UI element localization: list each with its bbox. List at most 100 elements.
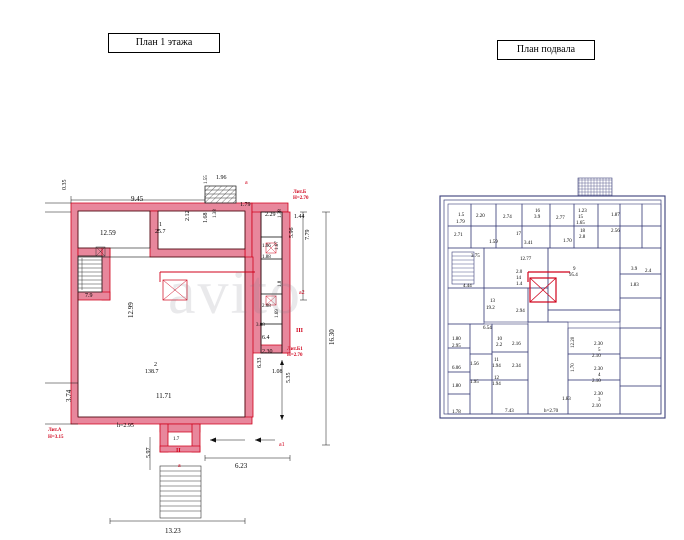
basement-label-b-h270: h=2.70 bbox=[544, 409, 559, 414]
basement-label-b-2.10: 2.10 bbox=[592, 354, 601, 359]
basement-label-b-11: 11 bbox=[494, 358, 499, 363]
basement-label-b-2.16: 2.16 bbox=[512, 342, 521, 347]
room2-center-icon bbox=[159, 271, 255, 301]
floor1-label-dim-2.08: 2.08 bbox=[262, 304, 271, 309]
basement-label-b-1.80b: 1.80 bbox=[452, 384, 461, 389]
floor1-label-room-1-area: 25.7 bbox=[155, 229, 166, 235]
basement-label-b-1.83: 1.83 bbox=[630, 283, 639, 288]
floor1-label-dim-1.08: 1.08 bbox=[272, 369, 283, 375]
floor1-label-litb1-1: Лит.Б1 bbox=[287, 347, 303, 352]
basement-label-b-1.4: 1.4 bbox=[516, 282, 523, 287]
floor1-label-lita-2: H=3.15 bbox=[48, 435, 64, 440]
basement-label-b-1.70: 1.70 bbox=[563, 239, 572, 244]
basement-label-b-12.77: 12.77 bbox=[520, 257, 532, 262]
basement-label-b-1.83b: 1.83 bbox=[562, 397, 571, 402]
basement-label-b-1.70b: 1.70 bbox=[571, 363, 576, 372]
floor1-dimensions bbox=[45, 196, 330, 524]
basement-label-b-6.54: 6.54 bbox=[483, 326, 492, 331]
basement-label-b-2.71: 2.71 bbox=[454, 233, 463, 238]
basement-label-b-10: 10 bbox=[497, 337, 502, 342]
floor1-label-dim-3.08: 3.08 bbox=[256, 323, 265, 328]
basement-label-b-15: 15 bbox=[578, 215, 583, 220]
title-floor1: План 1 этажа bbox=[108, 33, 220, 53]
floor1-label-dim-12.99: 12.99 bbox=[127, 302, 135, 318]
basement-label-b-1.87: 1.87 bbox=[611, 213, 620, 218]
basement-label-b-2.30c: 2.30 bbox=[594, 392, 603, 397]
basement-label-b-6.06: 6.06 bbox=[452, 366, 461, 371]
title-basement: План подвала bbox=[497, 40, 595, 60]
basement-label-b-3.9: 3.9 bbox=[534, 215, 541, 220]
floor1-label-lita-1: Лит.А bbox=[48, 428, 62, 433]
floor1-label-dim-2.30: 2.30 bbox=[262, 349, 273, 355]
basement-label-b-12: 12 bbox=[494, 376, 499, 381]
basement-label-b-1.94: 1.94 bbox=[492, 364, 501, 369]
floor1-label-dim-2.12: 2.12 bbox=[185, 210, 191, 222]
basement-right-sub bbox=[567, 327, 621, 415]
basement-label-b-2.34: 2.34 bbox=[512, 364, 521, 369]
floor1-label-dim-6.23: 6.23 bbox=[235, 462, 248, 470]
basement-label-b-2.0: 2.0 bbox=[516, 270, 523, 275]
basement-label-b-2.56: 2.56 bbox=[611, 229, 620, 234]
basement-label-b-14: 14 bbox=[516, 276, 521, 281]
basement-label-b-17: 17 bbox=[516, 232, 521, 237]
basement-rooms-row2 bbox=[447, 225, 662, 249]
basement-label-b-5: 5 bbox=[598, 348, 601, 353]
basement-middle-rooms bbox=[483, 247, 621, 415]
basement-label-b-2.95: 2.95 bbox=[452, 344, 461, 349]
basement-label-b-3: 3 bbox=[598, 398, 601, 403]
floor1-label-litb1-2: H=2.70 bbox=[287, 353, 303, 358]
basement-label-b-1.65: 1.65 bbox=[576, 221, 585, 226]
right-corridor-detail bbox=[265, 242, 277, 306]
basement-right-column bbox=[619, 247, 662, 415]
basement-label-b-19.2: 19.2 bbox=[486, 306, 495, 311]
floor1-label-dim-6.4: 6.4 bbox=[262, 335, 270, 341]
flow-arrows bbox=[210, 437, 275, 443]
floor1-label-litb-1: Лит.Б bbox=[293, 190, 307, 195]
floor1-label-dim-12.59: 12.59 bbox=[100, 229, 116, 237]
basement-label-b-3.75: 3.75 bbox=[471, 254, 480, 259]
floor1-label-dim-1.67: 1.67 bbox=[275, 241, 280, 250]
floor1-label-mark-a-bottom: а bbox=[178, 463, 181, 469]
basement-label-b-4: 4 bbox=[598, 373, 601, 378]
floor1-label-dim-1.96: 1.96 bbox=[216, 175, 227, 181]
basement-staircase bbox=[451, 251, 475, 285]
basement-label-b-9: 9 bbox=[573, 267, 576, 272]
floor1-label-dim-7.79: 7.79 bbox=[305, 229, 311, 241]
floor1-label-dim-1.66: 1.66 bbox=[262, 244, 271, 249]
basement-label-b-13: 13 bbox=[490, 299, 495, 304]
basement-label-b-2.30b: 2.30 bbox=[594, 367, 603, 372]
basement-label-b-1.79: 1.79 bbox=[456, 220, 465, 225]
basement-plan bbox=[439, 177, 666, 419]
basement-label-b-2.77: 2.77 bbox=[556, 216, 565, 221]
basement-label-b-2.30: 2.30 bbox=[594, 342, 603, 347]
floor1-label-dim-1.88: 1.88 bbox=[262, 255, 271, 260]
left-room-detail bbox=[95, 246, 106, 257]
basement-label-b-1.23: 1.23 bbox=[578, 209, 587, 214]
floor1-label-mark-a1: а1 bbox=[279, 442, 285, 448]
basement-label-b-2.4: 2.4 bbox=[645, 269, 652, 274]
floor1-label-dim-1.79: 1.79 bbox=[240, 202, 251, 208]
basement-label-b-1.80: 1.80 bbox=[452, 337, 461, 342]
floor1-label-dim-3.74: 3.74 bbox=[65, 389, 73, 402]
floor1-label-dim-1.8: 1.8 bbox=[278, 280, 283, 287]
basement-label-b-1.94b: 1.94 bbox=[492, 382, 501, 387]
basement-label-b-1.56: 1.56 bbox=[470, 362, 479, 367]
left-staircase bbox=[77, 255, 103, 293]
basement-label-b-16: 16 bbox=[535, 209, 540, 214]
floor1-right-rooms bbox=[260, 211, 283, 354]
basement-label-b-2.2: 2.2 bbox=[496, 343, 503, 348]
floor1-label-room-7.9-num: 7.9 bbox=[85, 293, 93, 299]
floor1-label-dim-1.44: 1.44 bbox=[294, 214, 305, 220]
basement-label-b-1.5: 1.5 bbox=[458, 213, 465, 218]
basement-label-b-7.43: 7.43 bbox=[505, 409, 514, 414]
basement-label-b-2.20: 2.20 bbox=[476, 214, 485, 219]
floor1-label-dim-1.69: 1.69 bbox=[275, 309, 280, 318]
floor1-label-room-1-num: 1 bbox=[159, 222, 162, 228]
bottom-staircase bbox=[159, 465, 202, 519]
floor1-label-dim-5.97: 5.97 bbox=[146, 447, 152, 459]
basement-label-b-12.20: 12.20 bbox=[571, 336, 576, 348]
floor1-label-dim-2.29: 2.29 bbox=[265, 212, 276, 218]
floor1-label-dim-6.33: 6.33 bbox=[257, 357, 263, 369]
floor1-label-mark-II: II bbox=[176, 448, 181, 454]
floor1-label-dim-0.35: 0.35 bbox=[62, 179, 68, 191]
